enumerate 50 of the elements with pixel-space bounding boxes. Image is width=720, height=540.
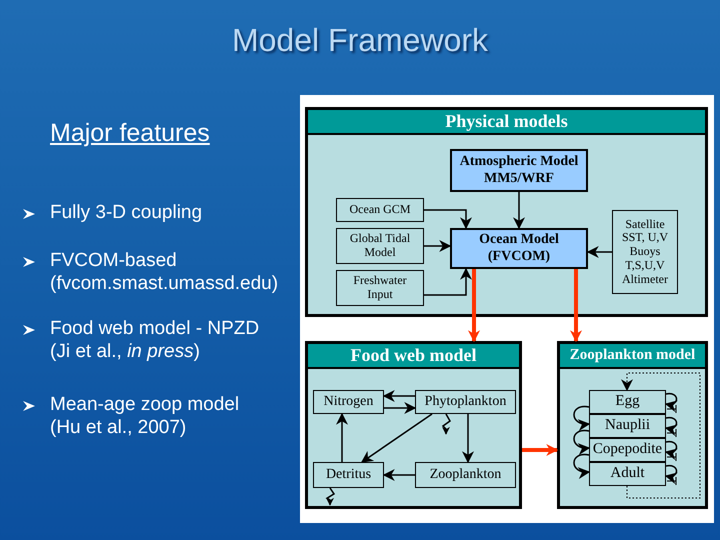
model-box: Satellite SST, U,V Buoys T,S,U,V Altimeter <box>612 210 678 294</box>
model-box: Nauplii <box>589 414 666 438</box>
arrow <box>573 430 590 454</box>
model-box: Egg <box>589 390 666 414</box>
model-box: Atmospheric Model MM5/WRF <box>450 149 588 192</box>
arrow <box>424 240 452 252</box>
arrow <box>664 392 678 412</box>
bullet-text: Mean-age zoop model (Hu et al., 2007) <box>50 394 240 440</box>
arrow <box>326 488 336 506</box>
model-box: Global Tidal Model <box>336 228 424 264</box>
arrow <box>442 414 451 435</box>
arrow <box>573 406 590 430</box>
arrow <box>522 444 558 456</box>
panel-header: Physical models <box>308 110 705 135</box>
arrow <box>361 413 432 463</box>
model-box: Ocean GCM <box>336 198 424 222</box>
arrow <box>621 372 700 498</box>
arrow <box>382 469 415 481</box>
arrow <box>382 390 415 402</box>
model-panel <box>305 341 522 509</box>
arrow <box>462 414 474 464</box>
model-panel <box>305 107 708 317</box>
arrow <box>573 454 590 478</box>
section-heading: Major features <box>50 118 211 148</box>
model-box: Ocean Model (FVCOM) <box>450 228 588 269</box>
arrow <box>384 402 416 414</box>
model-panel <box>557 341 708 509</box>
model-box: Detritus <box>313 462 384 488</box>
bullet-text: Fully 3-D coupling <box>50 202 204 225</box>
model-box: Copepodite <box>589 438 666 462</box>
arrow <box>336 412 348 462</box>
panel-header: Food web model <box>308 344 519 369</box>
model-box: Nitrogen <box>313 390 384 414</box>
bullet-text: FVCOM-based (fvcom.smast.umassd.edu) <box>50 250 280 296</box>
arrow <box>664 416 678 436</box>
panel-header: Zooplankton model <box>560 344 705 369</box>
model-box: Phytoplankton <box>415 390 516 414</box>
arrow <box>513 192 525 230</box>
arrow <box>664 464 678 484</box>
model-box: Adult <box>589 462 666 486</box>
arrow <box>424 209 472 230</box>
arrow <box>424 268 472 296</box>
arrow <box>586 246 612 258</box>
arrow <box>570 269 582 342</box>
model-box: Freshwater Input <box>336 270 424 306</box>
bullet-text: Food web model - NPZD (Ji et al., in press) <box>50 318 260 364</box>
slide-title: Model Framework <box>230 22 490 59</box>
arrow <box>664 440 678 460</box>
model-box: Zooplankton <box>415 462 516 488</box>
arrow <box>468 269 480 342</box>
